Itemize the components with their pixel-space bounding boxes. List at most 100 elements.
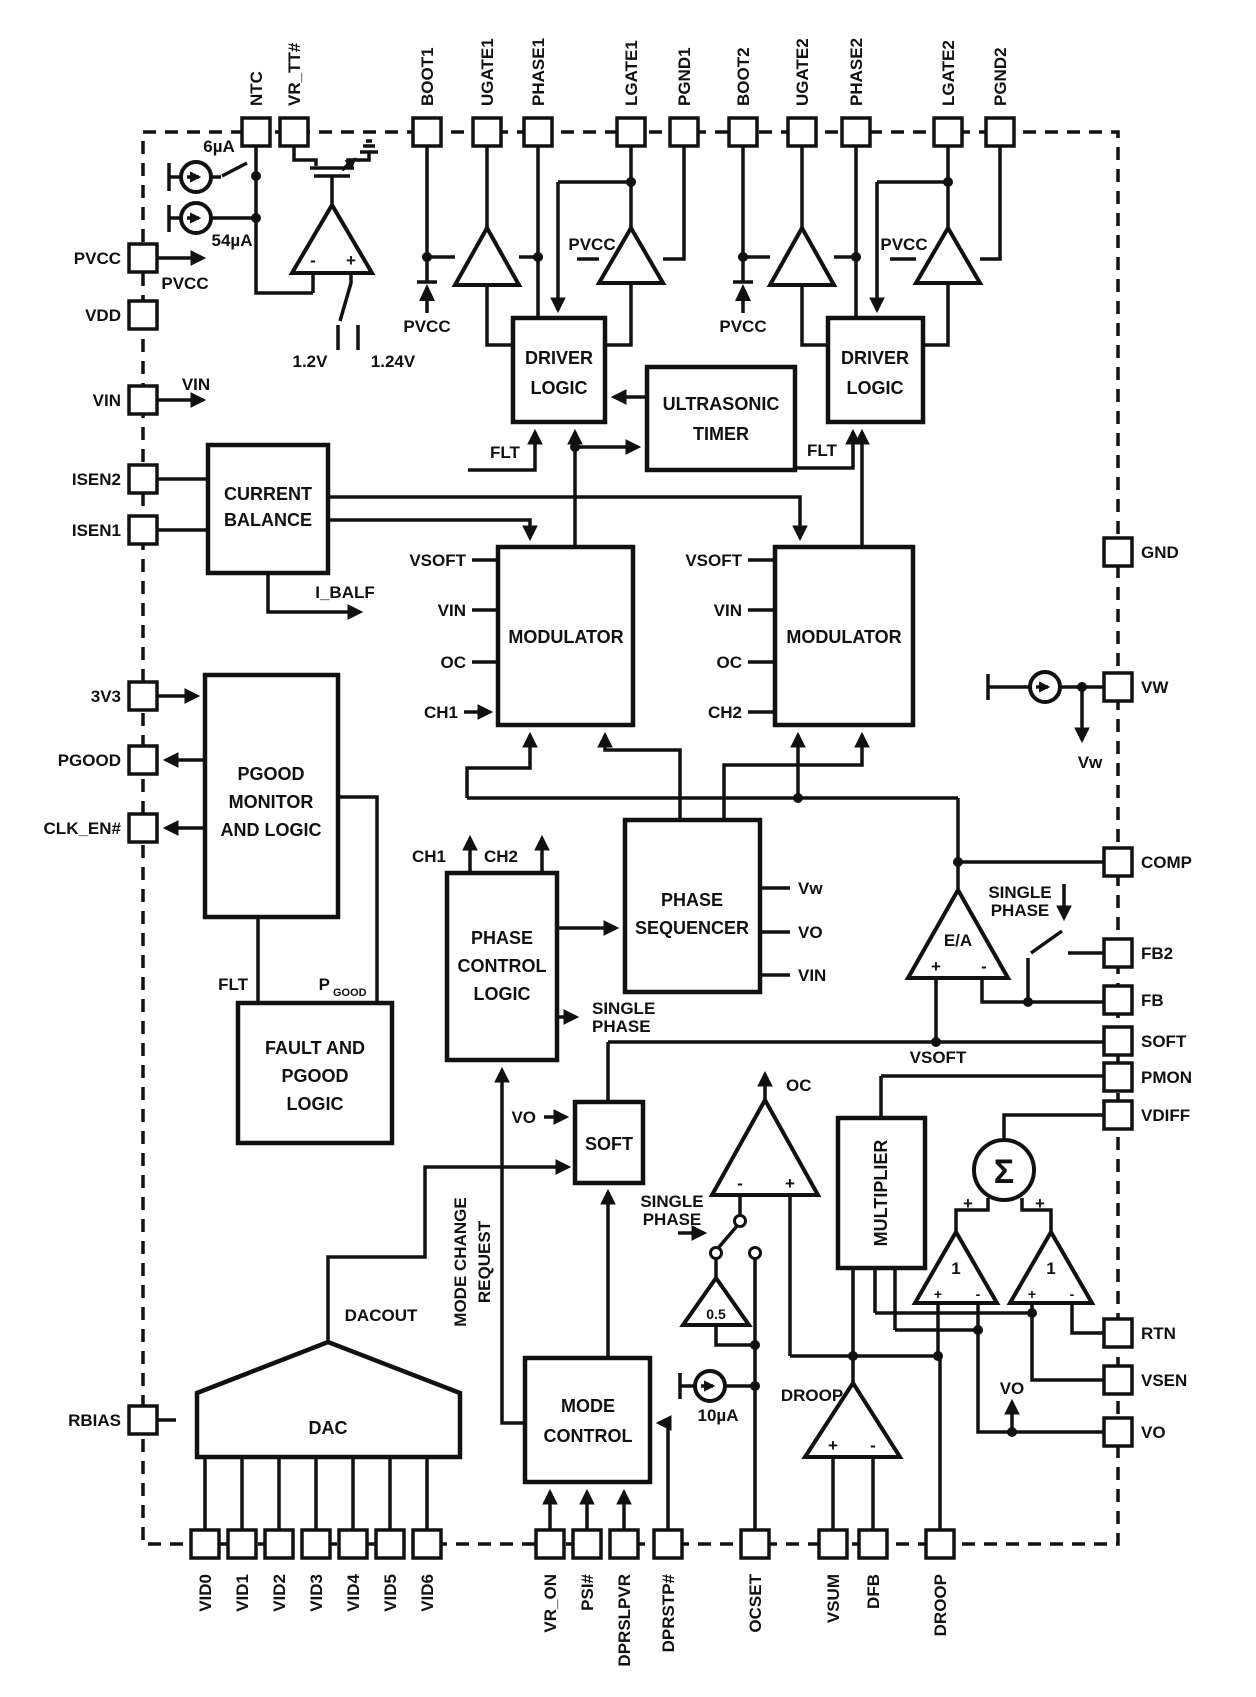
pin-square xyxy=(1102,536,1134,568)
pin-label: VSUM xyxy=(824,1574,843,1623)
label-pvcc-lgate1: PVCC xyxy=(568,235,615,254)
label-pvcc-lgate2: PVCC xyxy=(880,235,927,254)
pin-label: PGOOD xyxy=(58,751,121,770)
label-oc-minus: - xyxy=(737,1174,743,1193)
label-flt-riser: FLT xyxy=(218,975,249,994)
junction-dot xyxy=(750,1381,760,1391)
pin-fb2: FB2 xyxy=(1102,937,1173,969)
label-g1l-minus: - xyxy=(976,1286,981,1302)
pin-label: PMON xyxy=(1141,1068,1192,1087)
pin-label: BOOT2 xyxy=(734,47,753,106)
arrow-mode-change-request xyxy=(494,1066,525,1425)
pin-label: UGATE2 xyxy=(793,38,812,106)
label-sigma: Σ xyxy=(994,1153,1014,1191)
gain-one-left-triangle xyxy=(911,1228,1001,1305)
oc-switch-contact-b xyxy=(748,1246,762,1260)
label-vin-arrow: VIN xyxy=(182,375,210,394)
ugate1-driver-triangle xyxy=(451,223,523,287)
pgood-monitor-label: AND LOGIC xyxy=(221,820,322,840)
pin-label: VID0 xyxy=(196,1574,215,1612)
junction-dot xyxy=(750,1340,760,1350)
pin-square xyxy=(127,514,159,546)
pin-label: RTN xyxy=(1141,1324,1176,1343)
pin-label: DPRSLPVR xyxy=(615,1574,634,1667)
label-54ua: 54µA xyxy=(212,231,253,250)
junction-dot xyxy=(953,857,963,867)
label-vo-soft-in: VO xyxy=(511,1108,536,1127)
pin-square xyxy=(189,1528,221,1560)
label-flt2: FLT xyxy=(807,441,838,460)
pin-label: CLK_EN# xyxy=(44,819,122,838)
junction-dot xyxy=(848,1351,858,1361)
pin-label: VID1 xyxy=(233,1574,252,1612)
junction-dot xyxy=(626,177,636,187)
lgate2-driver-triangle xyxy=(912,224,984,285)
dac-label: DAC xyxy=(309,1418,348,1438)
junction-dot xyxy=(931,1037,941,1047)
pin-label: VID2 xyxy=(270,1574,289,1612)
pin-pvcc: PVCC xyxy=(74,242,159,274)
wire-gain-half-out xyxy=(714,1325,755,1347)
modulator2-label: MODULATOR xyxy=(786,627,901,647)
lgate1-driver-triangle xyxy=(595,224,667,285)
multiplier-label: MULTIPLIER xyxy=(871,1140,891,1247)
pin-square xyxy=(534,1528,566,1560)
pin-label: UGATE1 xyxy=(478,38,497,106)
arrow-flt2 xyxy=(795,428,861,470)
wire-isen xyxy=(157,477,208,532)
pin-lgate2: LGATE2 xyxy=(932,40,964,148)
label-oc-out: OC xyxy=(786,1076,812,1095)
label-vw-net: Vw xyxy=(1078,753,1103,772)
block-driver-logic-1 xyxy=(510,315,608,425)
driver-logic1-label: DRIVER xyxy=(525,348,593,368)
sigma-summer-circle xyxy=(972,1138,1036,1202)
gain-one-right-triangle xyxy=(1006,1228,1096,1305)
wire-ugate2 xyxy=(800,146,828,347)
pin-ntc: NTC xyxy=(240,71,272,148)
label-pvcc-diode1: PVCC xyxy=(403,317,450,336)
pin-rtn: RTN xyxy=(1102,1317,1176,1349)
label-minus: - xyxy=(310,251,316,270)
pin-label: VSEN xyxy=(1141,1371,1187,1390)
wire-pmon xyxy=(879,1074,1104,1118)
label-mod2-vin: VIN xyxy=(714,601,742,620)
wire-ntc xyxy=(254,146,315,295)
label-ea-minus: - xyxy=(981,957,987,976)
pin-phase2: PHASE2 xyxy=(840,38,872,148)
pin-square xyxy=(1102,846,1134,878)
pin-square xyxy=(471,116,503,148)
pin-label: ISEN1 xyxy=(72,521,121,540)
wire-cb-out-ch2 xyxy=(328,495,808,542)
diode2-body xyxy=(735,284,751,301)
wire-ugate1 xyxy=(485,146,513,347)
pin-label: VDD xyxy=(85,306,121,325)
label-mod1-oc: OC xyxy=(441,653,467,672)
label-pvcc-arrow: PVCC xyxy=(161,274,208,293)
pin-dfb: DFB xyxy=(857,1528,889,1609)
pin-vid2: VID2 xyxy=(263,1528,295,1612)
junction-dot xyxy=(973,1325,983,1335)
phase-control-label: LOGIC xyxy=(474,984,531,1004)
pin-square xyxy=(1102,937,1134,969)
pin-label: VDIFF xyxy=(1141,1106,1190,1125)
pin-label: RBIAS xyxy=(68,1411,121,1430)
pin-square xyxy=(840,116,872,148)
wire-vsum-dfb xyxy=(831,1457,875,1530)
wires xyxy=(157,139,1104,1530)
label-6ua: 6µA xyxy=(203,137,235,156)
label-vo-net: VO xyxy=(1000,1379,1025,1398)
pin-square xyxy=(374,1528,406,1560)
block-phase-control-logic xyxy=(444,870,560,1063)
wire-vrtt-mosfet xyxy=(292,139,378,205)
junction-dot xyxy=(251,213,261,223)
arrow-bus-mod1 xyxy=(465,731,538,798)
wire-comp-bus xyxy=(467,796,1104,890)
pin-square xyxy=(411,116,443,148)
block-fault-pgood xyxy=(235,1000,395,1146)
label-seq-vo: VO xyxy=(798,923,823,942)
label-single-phase-fb2: SINGLE xyxy=(988,883,1051,902)
pin-dprstp: DPRSTP# xyxy=(652,1528,684,1652)
wire-pgnd2 xyxy=(980,146,1002,261)
label-mod2-ch2: CH2 xyxy=(708,703,742,722)
pin-psi: PSI# xyxy=(571,1528,603,1611)
